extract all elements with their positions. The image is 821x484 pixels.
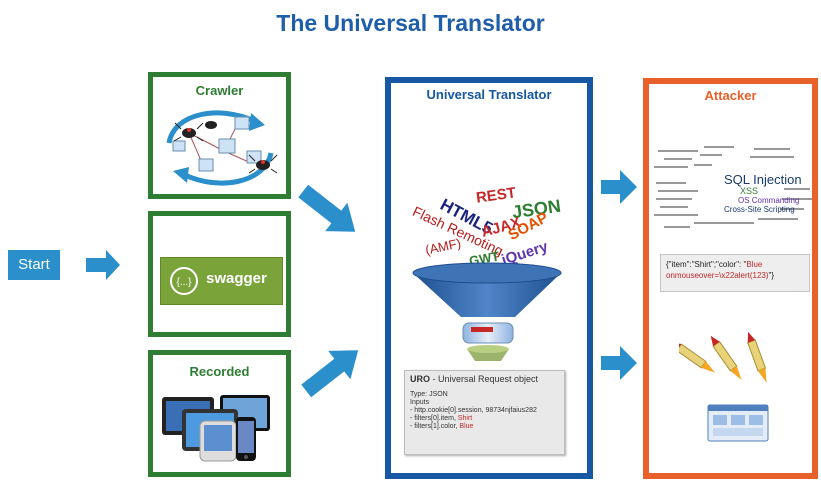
arrow-start (86, 250, 120, 280)
cloud-word-sql-injection: SQL Injection (724, 172, 802, 187)
cloud-word-os-commanding: OS Commanding (738, 196, 799, 205)
devices-icon (162, 395, 270, 462)
word-amf: (AMF) (423, 235, 463, 258)
uro-panel: URO - Universal Request object Type: JSO… (404, 370, 565, 455)
uro-line-cookie: - http.cookie[0].session, 98734njfaius28… (410, 407, 537, 414)
page-title: The Universal Translator (276, 10, 545, 36)
attacker-title: Attacker (704, 88, 757, 103)
universal-translator-box: Universal Translator REST JSON HTML5 AJA… (385, 77, 593, 479)
cloud-filler-marks (654, 146, 812, 228)
uro-line-item-label: - filters[0].item, (410, 415, 458, 422)
payload-prefix: {"item":"Shirt";"color": " (666, 260, 747, 269)
arrow-translator-to-attacker-bottom (601, 346, 637, 380)
payload-suffix: "} (768, 271, 775, 280)
arrow-crawler-to-translator (298, 184, 356, 232)
uro-line-item-value: Shirt (457, 415, 473, 422)
funnel-icon (412, 262, 562, 361)
uro-title-rest: - Universal Request object (430, 374, 539, 384)
uro-line-item: - filters[0].item, Shirt (410, 415, 559, 423)
uro-title-bold: URO (410, 374, 430, 384)
swagger-icon-text: {...} (176, 277, 192, 288)
crawler-box: Crawler (148, 72, 291, 199)
arrow-recorded-to-translator (301, 350, 359, 398)
uro-line-color-label: - filters[1].color, (410, 423, 460, 430)
uro-line-color-value: Blue (459, 423, 474, 430)
attacker-box: Attacker SQL Injection XSS OS Commanding… (643, 78, 818, 479)
cloud-word-xss: XSS (740, 186, 758, 196)
crawler-title: Crawler (195, 83, 244, 98)
uro-line-color: - filters[1].color, Blue (410, 423, 559, 431)
crawler-spider-icon (166, 110, 278, 186)
swagger-icon: {...} (170, 267, 198, 295)
translator-title: Universal Translator (426, 87, 552, 102)
arrow-translator-to-attacker-top (601, 170, 637, 204)
attack-payload: {"item":"Shirt";"color": "Blue onmouseov… (660, 254, 810, 292)
recorded-title: Recorded (189, 364, 250, 379)
recorded-box: Recorded (148, 350, 291, 477)
start-button[interactable]: Start (8, 250, 60, 280)
rocket-3 (747, 331, 767, 383)
swagger-box: {...} swagger (148, 211, 291, 337)
uro-heading: URO - Universal Request object (410, 374, 559, 384)
vulnerability-word-cloud: SQL Injection XSS OS Commanding Cross-Si… (654, 146, 812, 228)
rocket-2 (710, 335, 742, 381)
payload-injected: Blue onmouseover=\x22alert(123) (666, 260, 769, 280)
swagger-logo: {...} swagger (160, 257, 283, 305)
target-application-icon (707, 404, 769, 442)
rockets-icon (679, 331, 767, 383)
uro-type: Type: JSON (410, 391, 448, 398)
swagger-text: swagger (206, 270, 267, 287)
uro-inputs: Inputs (410, 399, 430, 406)
cloud-word-cross-site-scripting: Cross-Site Scripting (724, 205, 795, 214)
rocket-1 (679, 341, 716, 373)
